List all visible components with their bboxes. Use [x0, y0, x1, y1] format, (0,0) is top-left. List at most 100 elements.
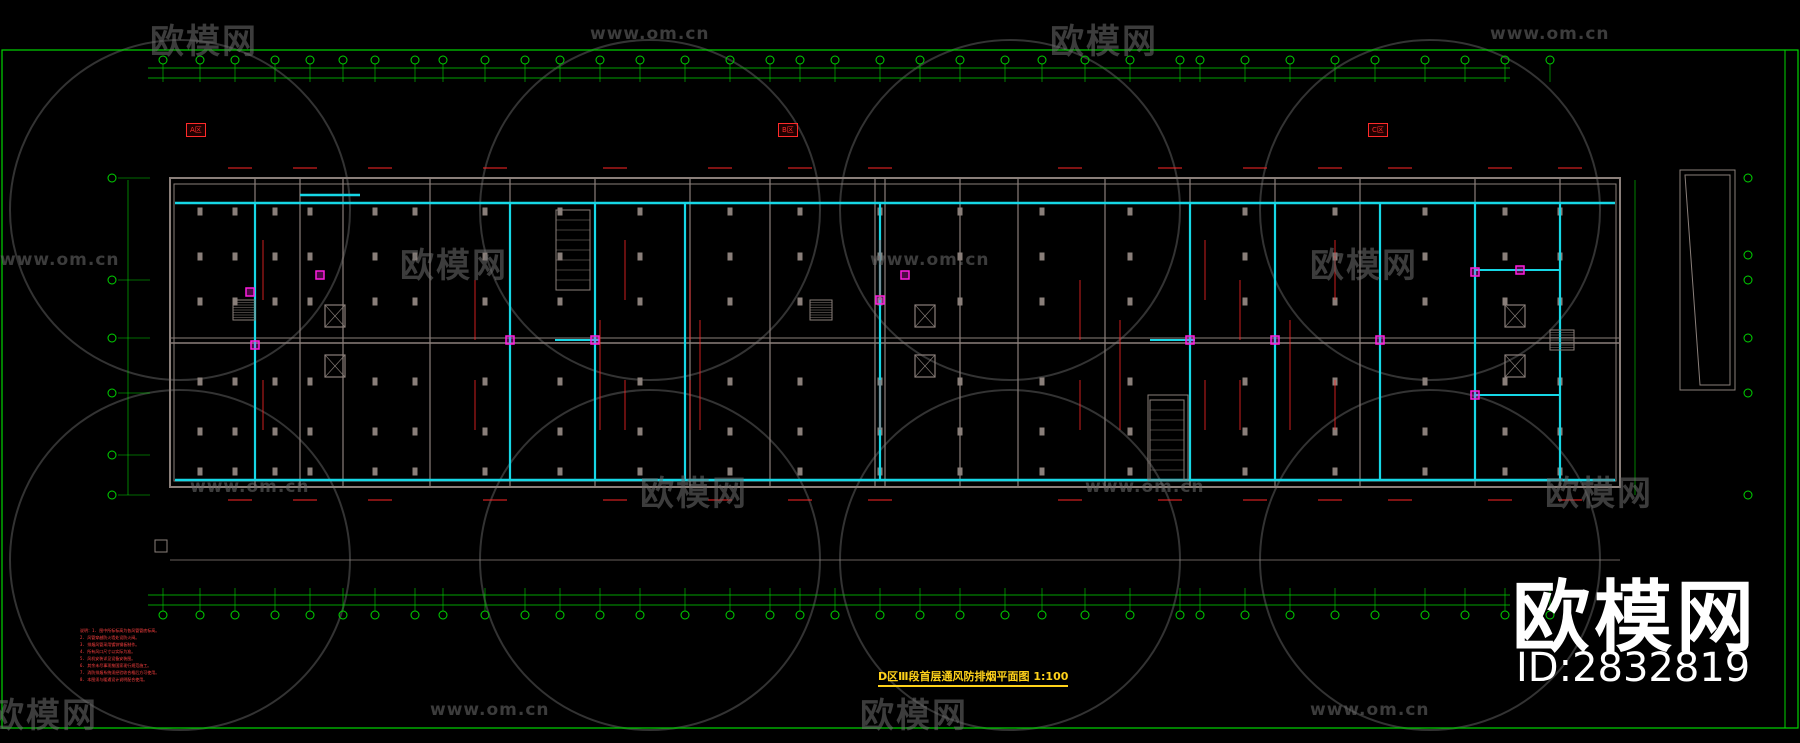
axis-bubble [830, 55, 840, 65]
column [307, 377, 313, 386]
axis-bubble [725, 610, 735, 620]
axis-bubble [555, 55, 565, 65]
watermark-brand: 欧模网 [150, 22, 258, 62]
axis-bubble [410, 610, 420, 620]
column [272, 297, 278, 306]
watermark-brand: 欧模网 [0, 696, 98, 736]
axis-bubble [1240, 610, 1250, 620]
column [1242, 297, 1248, 306]
axis-bubble [915, 610, 925, 620]
axis-bubble [1743, 250, 1753, 260]
axis-bubble [107, 450, 117, 460]
column [412, 252, 418, 261]
column [797, 427, 803, 436]
column [797, 467, 803, 476]
column [272, 377, 278, 386]
fire-damper [1470, 267, 1480, 277]
axis-bubble [107, 173, 117, 183]
fire-damper [900, 270, 910, 280]
elevator-shaft [914, 304, 936, 328]
axis-bubble [195, 610, 205, 620]
column [557, 427, 563, 436]
axis-bubble [305, 55, 315, 65]
column [637, 252, 643, 261]
column [1332, 207, 1338, 216]
axis-bubble [1460, 55, 1470, 65]
axis-bubble [370, 610, 380, 620]
axis-bubble [1195, 55, 1205, 65]
elevator-shaft [1504, 304, 1526, 328]
column [1502, 207, 1508, 216]
fire-damper [250, 340, 260, 350]
elevator-cross [1504, 304, 1526, 328]
axis-bubble [635, 610, 645, 620]
axis-bubble [107, 275, 117, 285]
column [557, 207, 563, 216]
drawing-frame [1, 49, 1799, 729]
watermark-url: www.om.cn [190, 477, 310, 497]
column [727, 377, 733, 386]
axis-bubble [1500, 610, 1510, 620]
watermark-circle [1259, 39, 1601, 381]
brand-logo: 欧模网 [1512, 573, 1759, 663]
legend-marker [154, 539, 168, 553]
watermark-circle [9, 39, 351, 381]
building-outline [169, 177, 1621, 488]
column [1242, 467, 1248, 476]
column [557, 377, 563, 386]
axis-bubble [915, 55, 925, 65]
axis-bubble [955, 55, 965, 65]
fire-damper [1470, 390, 1480, 400]
note-line: 说明：1. 图中所标标高为各风管管底标高。 [80, 628, 160, 633]
column [482, 252, 488, 261]
axis-bubble [1420, 610, 1430, 620]
column [372, 467, 378, 476]
elevator-shaft [324, 354, 346, 378]
fire-damper [1515, 265, 1525, 275]
column [197, 297, 203, 306]
axis-bubble [520, 610, 530, 620]
axis-bubble [230, 610, 240, 620]
column [482, 207, 488, 216]
column [1422, 467, 1428, 476]
note-line: 8. 本图须与暖通设计说明配合使用。 [80, 677, 148, 682]
fire-damper [590, 335, 600, 345]
elevator-cross [324, 354, 346, 378]
column [1502, 252, 1508, 261]
axis-bubble [1743, 333, 1753, 343]
column [372, 427, 378, 436]
column [372, 252, 378, 261]
column [637, 427, 643, 436]
column [482, 467, 488, 476]
axis-bubble [1037, 610, 1047, 620]
axis-bubble [107, 490, 117, 500]
elevator-cross [914, 354, 936, 378]
column [1039, 252, 1045, 261]
elevator-cross [914, 304, 936, 328]
axis-bubble [438, 610, 448, 620]
axis-bubble [480, 610, 490, 620]
watermark-brand: 欧模网 [1545, 474, 1653, 514]
axis-bubble [338, 55, 348, 65]
column [727, 252, 733, 261]
axis-bubble [635, 55, 645, 65]
note-line: 6. 其余未尽事项按国家现行规范施工。 [80, 663, 152, 668]
watermark-url: www.om.cn [0, 250, 120, 270]
watermark-brand: 欧模网 [1310, 246, 1418, 286]
axis-bubble [1743, 388, 1753, 398]
axis-bubble [270, 610, 280, 620]
axis-bubble [438, 55, 448, 65]
axis-bubble [1743, 275, 1753, 285]
axis-bubble [158, 610, 168, 620]
note-line: 2. 风管穿越防火墙处设防火阀。 [80, 635, 140, 640]
building-inner-outline [173, 183, 1617, 482]
zone-tag-c: C区 [1368, 123, 1388, 137]
column [1039, 207, 1045, 216]
column [1039, 297, 1045, 306]
column [197, 467, 203, 476]
column [637, 467, 643, 476]
note-line: 3. 排烟风管采用镀锌钢板制作。 [80, 642, 140, 647]
axis-bubble [765, 55, 775, 65]
